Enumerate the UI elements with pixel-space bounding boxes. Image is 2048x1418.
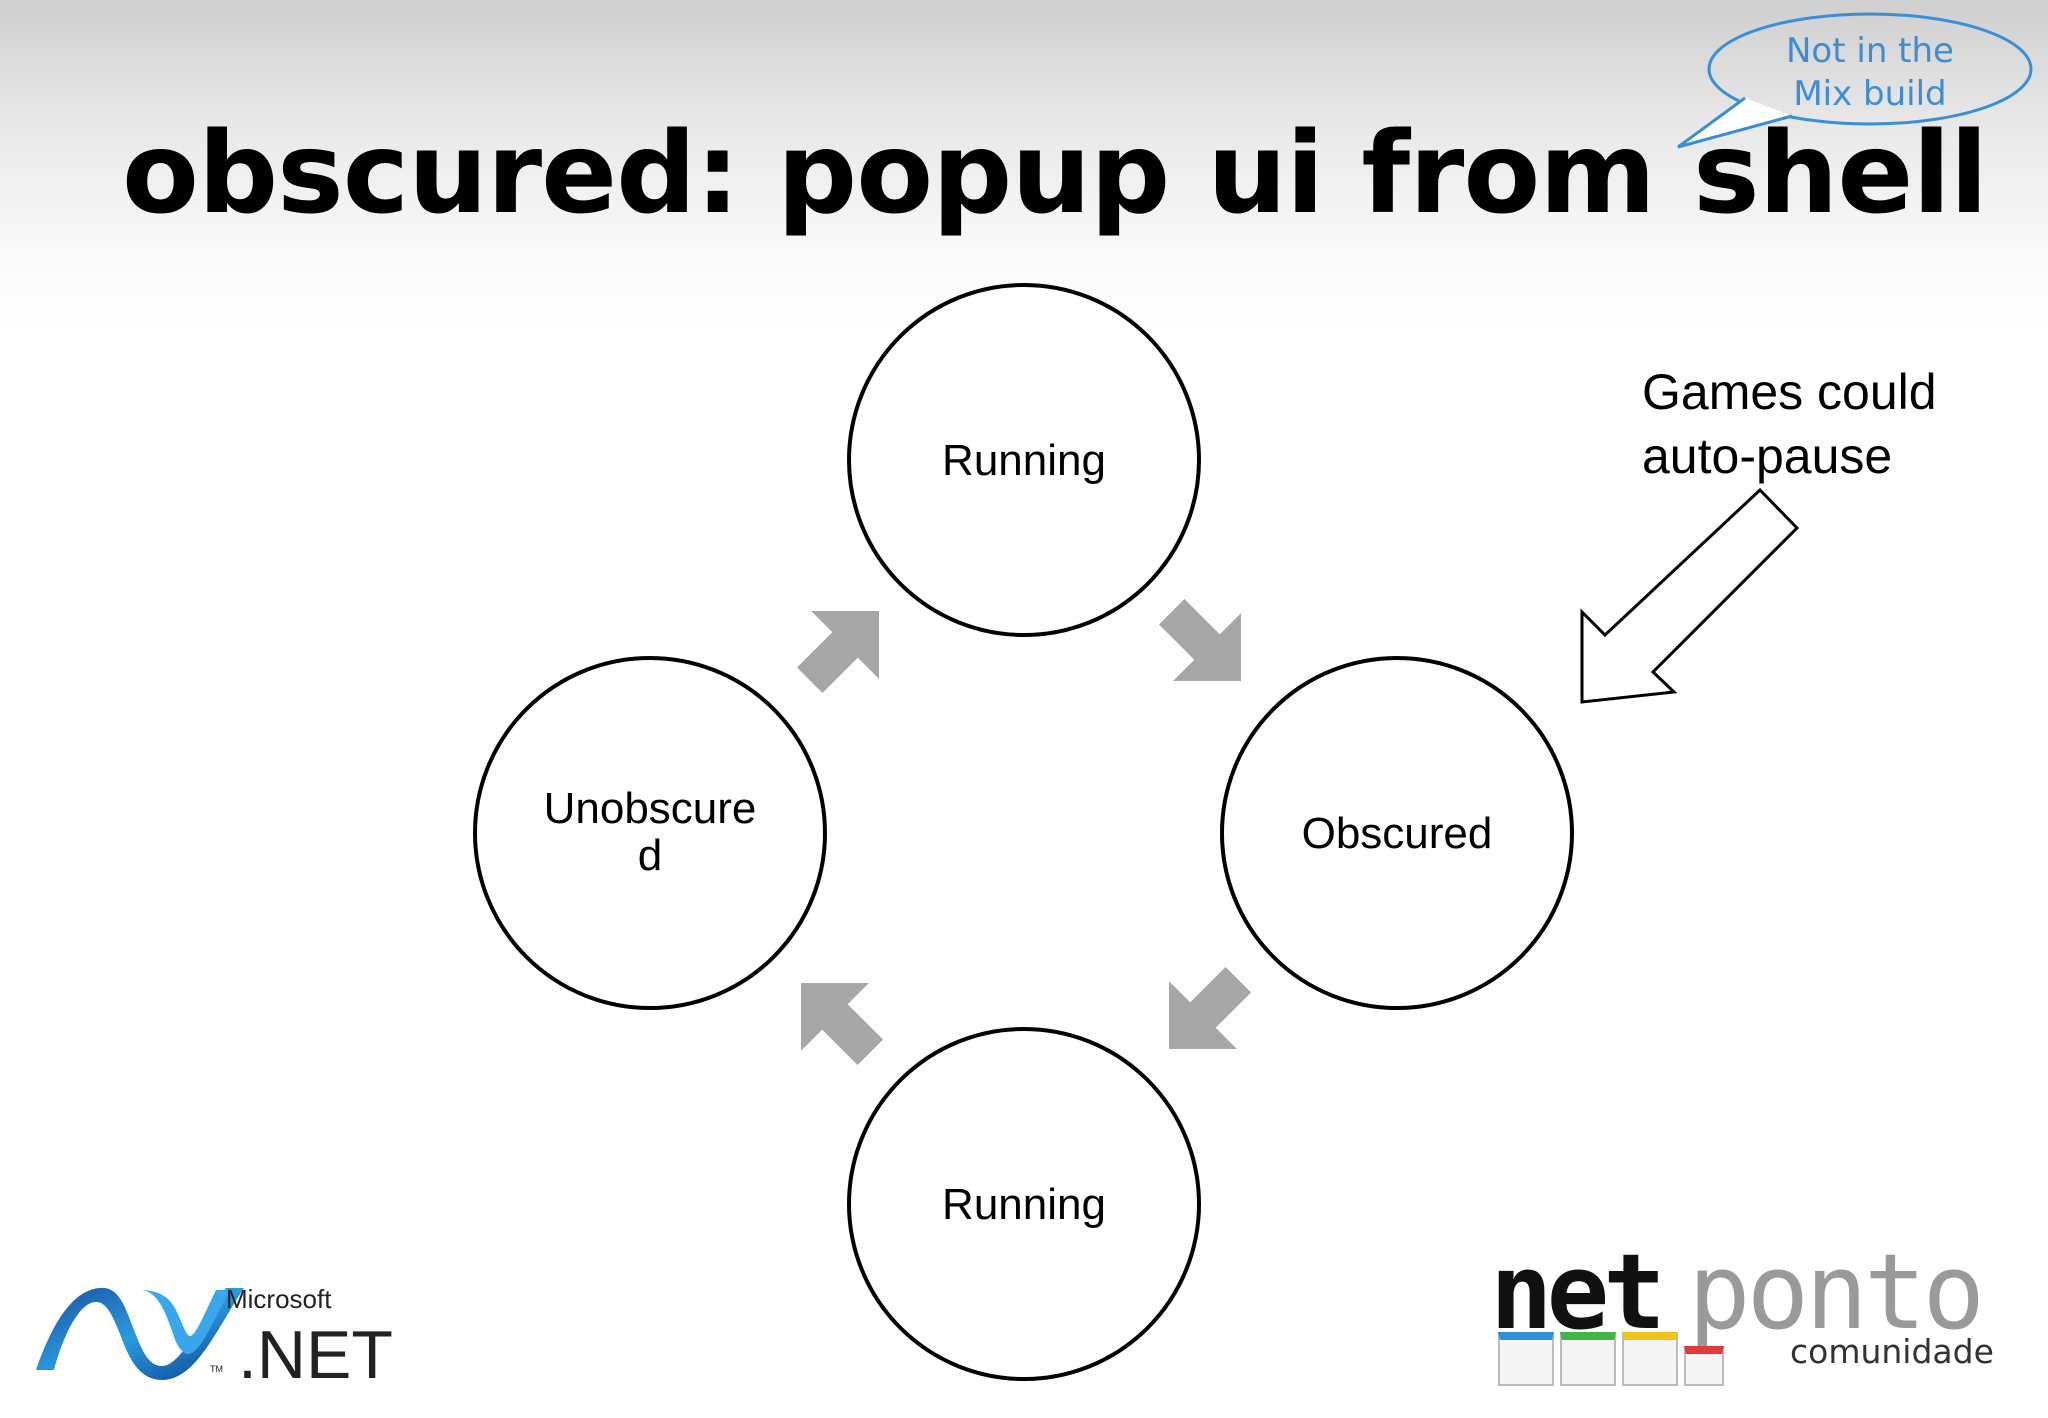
netponto-tile-blue — [1498, 1332, 1554, 1386]
state-label-unobscured-line1: Unobscure — [544, 784, 757, 833]
netponto-tile-green — [1560, 1332, 1616, 1386]
netponto-subtitle: comunidade — [1790, 1332, 1994, 1371]
state-label-unobscured-line2: d — [638, 831, 662, 880]
netponto-tile-red — [1684, 1346, 1724, 1386]
netponto-word-ponto: ponto — [1688, 1231, 1985, 1353]
dotnet-wave-icon: Microsoft .NET TM — [36, 1284, 393, 1393]
callout-text: Not in the Mix build — [1720, 30, 2020, 116]
slide-title: obscured: popup ui from shell — [122, 109, 1988, 239]
arrow-obscured-to-running — [1168, 966, 1252, 1050]
state-label-running-bottom: Running — [942, 1180, 1106, 1229]
tm-mark: TM — [210, 1364, 223, 1374]
callout-line-1: Not in the — [1786, 31, 1954, 71]
state-node-unobscured — [473, 656, 827, 1010]
netponto-logo: net ponto comunidade — [1490, 1240, 2010, 1400]
note-line-1: Games could — [1642, 364, 1937, 420]
state-label-running-top: Running — [942, 436, 1106, 485]
note-line-2: auto-pause — [1642, 428, 1893, 484]
state-label-obscured: Obscured — [1302, 809, 1493, 858]
arrow-running-to-unobscured — [800, 982, 884, 1066]
netponto-word-net: net — [1490, 1231, 1666, 1353]
state-node-running-top — [847, 283, 1201, 637]
auto-pause-note: Games could auto-pause — [1642, 360, 1937, 488]
callout-line-2: Mix build — [1793, 74, 1947, 114]
arrow-running-to-obscured — [1158, 598, 1242, 682]
state-node-obscured — [1220, 656, 1574, 1010]
netponto-tile-yellow — [1622, 1332, 1678, 1386]
dotnet-wordmark: .NET — [238, 1317, 393, 1390]
state-node-running-bottom — [847, 1027, 1201, 1381]
auto-pause-arrow — [1580, 487, 1800, 704]
microsoft-dotnet-logo: Microsoft .NET TM — [30, 1270, 410, 1393]
arrow-unobscured-to-running — [796, 610, 880, 694]
microsoft-wordmark: Microsoft — [226, 1284, 332, 1314]
